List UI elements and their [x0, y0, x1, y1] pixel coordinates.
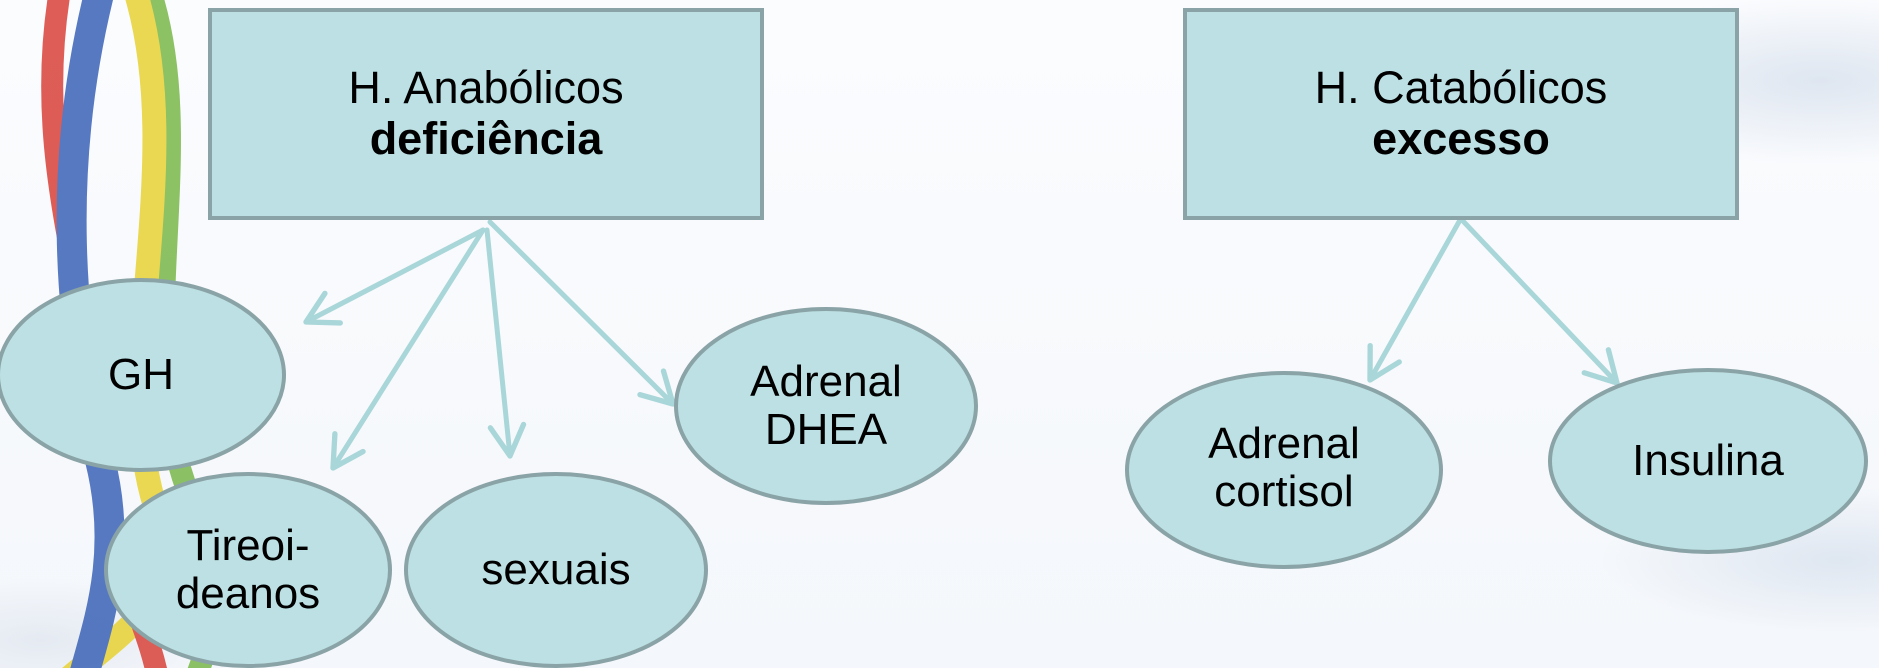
anabolic-condition: deficiência	[369, 113, 603, 164]
right-arrows	[1367, 217, 1620, 386]
ellipse-tireoideanos	[104, 472, 392, 668]
ellipse-gh	[0, 278, 286, 472]
ellipse-adrenal-cortisol	[1125, 371, 1443, 569]
node-adrenal-cortisol: Adrenal cortisol	[1208, 419, 1360, 516]
arrow-to-insulina	[1459, 217, 1620, 386]
node-insulina: Insulina	[1632, 436, 1784, 485]
anabolic-title: H. Anabólicos	[348, 62, 624, 113]
anabolic-header-box: H. Anabólicos deficiência	[208, 8, 764, 220]
arrow-to-gh	[303, 227, 486, 326]
arrow-to-adrenal-cortisol	[1367, 217, 1463, 383]
catabolic-condition: excesso	[1372, 113, 1550, 164]
arrow-to-tireoideanos	[330, 227, 486, 471]
catabolic-header-box: H. Catabólicos excesso	[1183, 8, 1739, 220]
left-arrows	[303, 219, 676, 471]
ellipse-sexuais	[404, 472, 708, 668]
arrow-to-adrenal-dhea	[487, 219, 676, 407]
catabolic-title: H. Catabólicos	[1314, 62, 1608, 113]
node-sexuais: sexuais	[481, 545, 631, 594]
ellipse-adrenal-dhea	[674, 307, 978, 505]
node-tireoideanos: Tireoi- deanos	[175, 521, 321, 618]
node-adrenal-dhea: Adrenal DHEA	[750, 357, 902, 454]
ellipse-insulina	[1548, 368, 1868, 554]
arrow-to-sexuais	[484, 227, 527, 459]
left-ellipses	[0, 278, 978, 668]
node-gh: GH	[108, 350, 174, 399]
right-ellipses	[1125, 368, 1868, 569]
